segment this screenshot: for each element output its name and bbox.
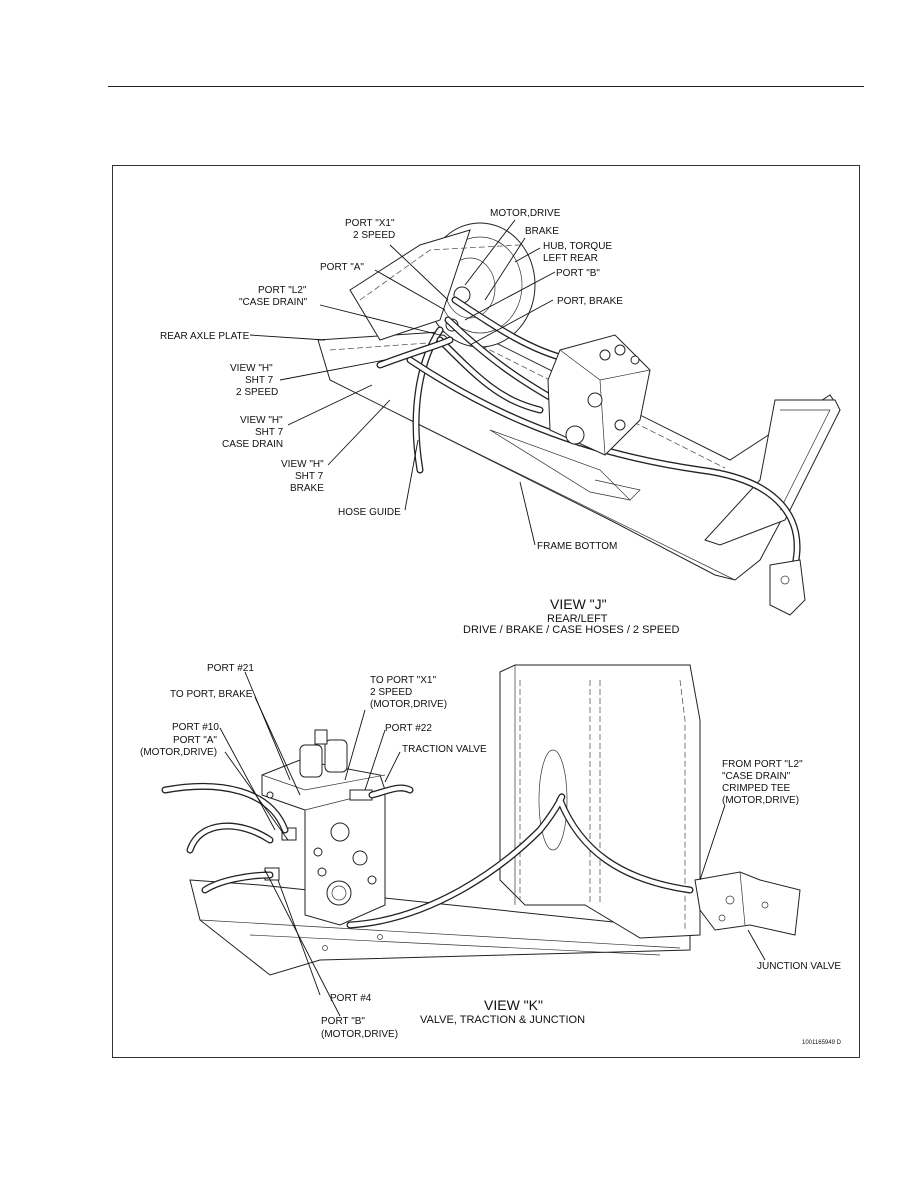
label-frame-bottom: FRAME BOTTOM: [537, 541, 617, 552]
label-view-h-2: VIEW "H": [240, 415, 283, 426]
label-port-x1: PORT "X1": [345, 218, 395, 229]
label-view-h-2-case-drain: CASE DRAIN: [222, 439, 283, 450]
label-rear-axle-plate: REAR AXLE PLATE: [160, 331, 250, 342]
label-hose-guide: HOSE GUIDE: [338, 507, 401, 518]
drawing-number: 1001165949 D: [802, 1040, 842, 1046]
view-k-leaders: [219, 671, 766, 1017]
label-to-port-x1-motor: (MOTOR,DRIVE): [370, 699, 447, 710]
label-from-port-l2-case-drain: "CASE DRAIN": [722, 771, 791, 782]
label-brake: BRAKE: [525, 226, 559, 237]
label-hub-left-rear: LEFT REAR: [543, 253, 598, 264]
view-k-title: VIEW "K": [484, 997, 543, 1013]
label-to-port-x1: TO PORT "X1": [370, 675, 436, 686]
label-view-h-3-sht: SHT 7: [295, 471, 324, 482]
label-port-l2-case-drain: "CASE DRAIN": [239, 297, 308, 308]
label-port-b-k: PORT "B": [321, 1016, 365, 1027]
label-junction-valve: JUNCTION VALVE: [757, 961, 841, 972]
label-view-h-3: VIEW "H": [281, 459, 324, 470]
label-port-10: PORT #10: [172, 722, 219, 733]
view-k-subtitle: VALVE, TRACTION & JUNCTION: [420, 1014, 585, 1026]
label-from-port-l2-motor: (MOTOR,DRIVE): [722, 795, 799, 806]
label-to-port-x1-2speed: 2 SPEED: [370, 687, 412, 698]
label-port-a: PORT "A": [320, 262, 364, 273]
label-port-b: PORT "B": [556, 268, 600, 279]
view-j-illustration: [317, 222, 841, 616]
view-j-subtitle-1: REAR/LEFT: [547, 613, 608, 625]
label-motor-drive: MOTOR,DRIVE: [490, 208, 561, 219]
label-from-port-l2-tee: CRIMPED TEE: [722, 783, 790, 794]
label-view-h-1-sht: SHT 7: [245, 375, 274, 386]
label-view-h-1-2speed: 2 SPEED: [236, 387, 278, 398]
label-port-22: PORT #22: [385, 723, 432, 734]
label-port-b-k-motor: (MOTOR,DRIVE): [321, 1029, 398, 1040]
label-view-h-3-brake: BRAKE: [290, 483, 324, 494]
label-from-port-l2: FROM PORT "L2": [722, 759, 803, 770]
label-port-4: PORT #4: [330, 993, 372, 1004]
label-hub-torque: HUB, TORQUE: [543, 241, 612, 252]
drawing-frame: [112, 165, 860, 1058]
label-port-brake: PORT, BRAKE: [557, 296, 623, 307]
label-to-port-brake: TO PORT, BRAKE: [170, 689, 253, 700]
header-rule: [108, 86, 864, 87]
label-view-h-2-sht: SHT 7: [255, 427, 284, 438]
label-port-a-k-motor: (MOTOR,DRIVE): [140, 747, 217, 758]
label-traction-valve: TRACTION VALVE: [402, 744, 487, 755]
view-j-leaders: [249, 219, 556, 546]
view-j-title: VIEW "J": [550, 596, 607, 612]
label-port-a-k: PORT "A": [173, 735, 217, 746]
label-port-21: PORT #21: [207, 663, 254, 674]
label-port-x1-2speed: 2 SPEED: [353, 230, 395, 241]
label-view-h-1: VIEW "H": [230, 363, 273, 374]
view-j-subtitle-2: DRIVE / BRAKE / CASE HOSES / 2 SPEED: [463, 624, 679, 636]
label-port-l2: PORT "L2": [258, 285, 307, 296]
view-k-illustration: [161, 664, 801, 976]
